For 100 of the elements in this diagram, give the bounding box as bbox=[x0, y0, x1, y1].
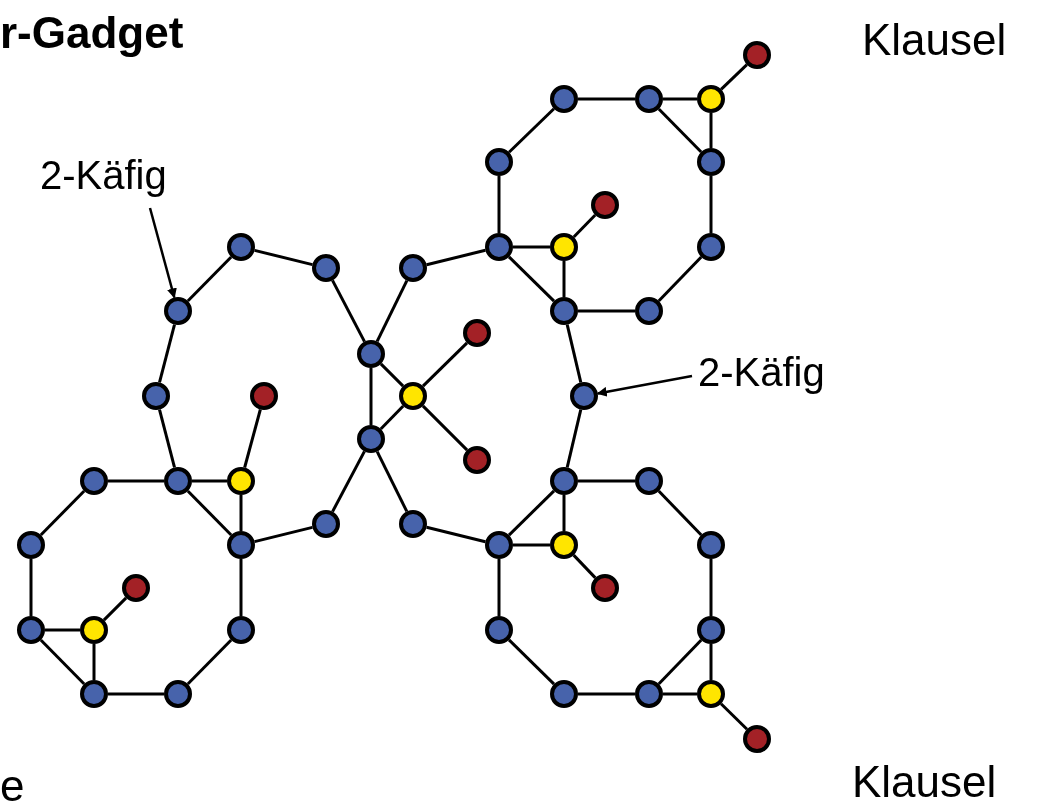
graph-vertex bbox=[591, 574, 619, 602]
graph-edge bbox=[578, 309, 635, 313]
graph-vertex bbox=[227, 467, 255, 495]
graph-edge bbox=[39, 489, 86, 537]
graph-edge bbox=[507, 638, 556, 686]
graph-edge bbox=[497, 176, 501, 233]
graph-edge bbox=[29, 559, 33, 616]
graph-vertex bbox=[635, 467, 663, 495]
graph-edge bbox=[709, 644, 713, 680]
graph-vertex bbox=[485, 616, 513, 644]
graph-vertex bbox=[697, 531, 725, 559]
graph-vertex bbox=[743, 725, 771, 753]
graph-edge bbox=[578, 97, 635, 101]
graph-edge bbox=[186, 255, 233, 303]
graph-vertex bbox=[635, 297, 663, 325]
graph-edge bbox=[426, 248, 486, 267]
graph-vertex bbox=[227, 616, 255, 644]
graph-edge bbox=[720, 63, 748, 91]
graph-vertex bbox=[550, 85, 578, 113]
graph-vertex bbox=[399, 510, 427, 538]
graph-edge bbox=[663, 97, 697, 101]
graph-edge bbox=[192, 479, 227, 483]
graph-vertex bbox=[550, 297, 578, 325]
graph-edge bbox=[45, 628, 80, 632]
graph-vertex bbox=[550, 680, 578, 708]
graph-edge bbox=[497, 559, 501, 616]
graph-edge bbox=[657, 490, 703, 536]
graph-vertex bbox=[399, 382, 427, 410]
graph-edge bbox=[186, 489, 233, 537]
graph-edge bbox=[513, 543, 550, 547]
graph-vertex bbox=[591, 191, 619, 219]
graph-vertex bbox=[164, 680, 192, 708]
graph-edge bbox=[513, 245, 550, 249]
graph-edge bbox=[254, 525, 313, 544]
graph-vertex bbox=[164, 467, 192, 495]
graph-vertex bbox=[80, 467, 108, 495]
graph-edge bbox=[657, 256, 703, 302]
graph-vertex bbox=[399, 254, 427, 282]
graph-edge bbox=[421, 404, 469, 452]
graph-edge bbox=[186, 638, 233, 686]
graph-vertex bbox=[697, 233, 725, 261]
graph-edge bbox=[663, 692, 697, 696]
diagram-title: r-Gadget bbox=[0, 8, 184, 58]
graph-edge bbox=[562, 495, 566, 531]
graph-vertex bbox=[17, 531, 45, 559]
graph-vertex bbox=[697, 148, 725, 176]
cage-label: 2-Käfig bbox=[40, 153, 167, 197]
graph-edge bbox=[379, 362, 405, 388]
clause-label: Klausel bbox=[862, 18, 1007, 62]
graph-vertex bbox=[122, 574, 150, 602]
graph-vertex bbox=[312, 254, 340, 282]
graph-edge bbox=[243, 409, 262, 468]
graph-vertex bbox=[697, 680, 725, 708]
graph-vertex bbox=[312, 510, 340, 538]
graph-edge bbox=[375, 279, 409, 343]
graph-edge bbox=[92, 644, 96, 680]
graph-vertex bbox=[463, 319, 491, 347]
graph-edge bbox=[709, 113, 713, 148]
graph-edge bbox=[108, 479, 164, 483]
graph-vertex bbox=[697, 616, 725, 644]
graph-vertex bbox=[550, 233, 578, 261]
graph-vertex bbox=[142, 382, 170, 410]
graph-vertex bbox=[485, 233, 513, 261]
graph-edge bbox=[508, 107, 555, 154]
graph-edge bbox=[657, 639, 703, 685]
graph-edge bbox=[421, 341, 469, 388]
graph-vertex bbox=[250, 382, 278, 410]
graph-edge bbox=[578, 692, 635, 696]
graph-edge bbox=[565, 324, 583, 383]
graph-vertex bbox=[227, 233, 255, 261]
graph-edge bbox=[719, 702, 749, 731]
leader-arrow bbox=[148, 207, 177, 299]
graph-vertex bbox=[743, 41, 771, 69]
graph-edge bbox=[254, 248, 313, 267]
graph-edge bbox=[572, 213, 597, 239]
graph-edge bbox=[369, 368, 373, 425]
graph-vertex bbox=[357, 425, 385, 453]
graph-vertex bbox=[697, 85, 725, 113]
graph-vertex bbox=[635, 85, 663, 113]
graph-edge bbox=[578, 479, 635, 483]
graph-edge bbox=[562, 261, 566, 297]
graph-edge bbox=[426, 525, 486, 544]
graph-edge bbox=[657, 107, 703, 154]
graph-edge bbox=[158, 324, 176, 383]
graph-vertex bbox=[485, 531, 513, 559]
graph-edge bbox=[379, 404, 405, 431]
cage-label: 2-Käfig bbox=[698, 350, 825, 394]
graph-vertex bbox=[550, 467, 578, 495]
graph-edge bbox=[39, 638, 86, 686]
graph-vertex bbox=[635, 680, 663, 708]
graph-vertex bbox=[17, 616, 45, 644]
graph-vertex bbox=[80, 616, 108, 644]
graph-edge bbox=[709, 559, 713, 616]
clause-label: e bbox=[0, 764, 25, 804]
graph-vertex bbox=[164, 297, 192, 325]
graph-vertex bbox=[80, 680, 108, 708]
graph-edge bbox=[158, 409, 176, 468]
graph-edge bbox=[572, 554, 597, 579]
graph-edge bbox=[108, 692, 164, 696]
graph-edge bbox=[507, 255, 556, 303]
